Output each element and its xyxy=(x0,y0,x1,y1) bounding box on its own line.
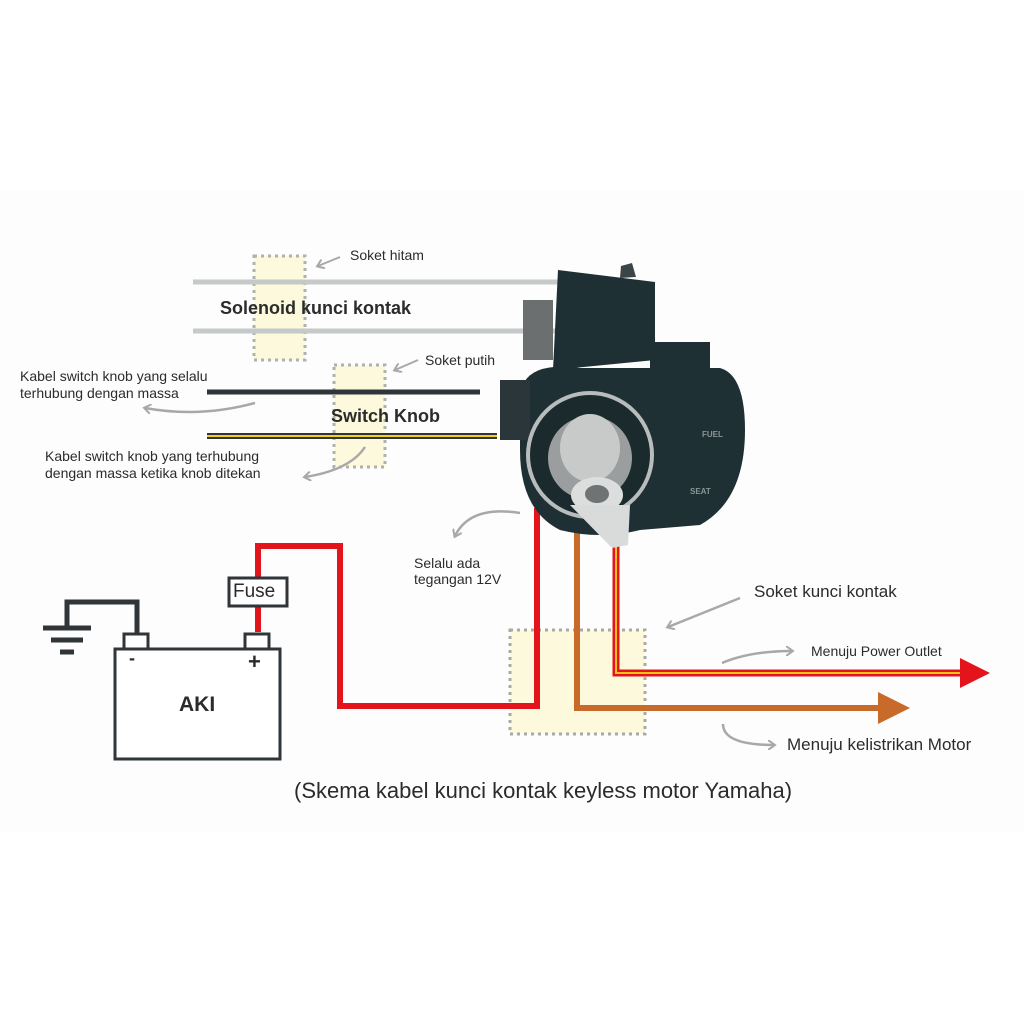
label-power-outlet: Menuju Power Outlet xyxy=(811,643,942,659)
label-soket-hitam: Soket hitam xyxy=(350,247,424,263)
label-battery-plus: + xyxy=(248,649,261,674)
arrowhead-motor xyxy=(878,692,910,724)
label-kelistrikan: Menuju kelistrikan Motor xyxy=(787,735,972,754)
ground-wire xyxy=(64,599,140,634)
device-seat-label: SEAT xyxy=(690,487,711,496)
label-soket-kunci-kontak: Soket kunci kontak xyxy=(754,582,897,601)
label-selalu-1: Selalu ada xyxy=(414,555,481,571)
wire-red-battery xyxy=(255,508,540,709)
label-fuse: Fuse xyxy=(233,581,276,602)
arrow-kabel-massa xyxy=(145,401,256,412)
socket-hitam xyxy=(252,254,307,362)
label-kabel-tekan-1: Kabel switch knob yang terhubung xyxy=(45,448,260,464)
arrowhead-outlet xyxy=(960,658,990,688)
label-kabel-massa-1: Kabel switch knob yang selalu xyxy=(20,368,208,384)
label-battery-minus: - xyxy=(129,648,135,668)
battery-body xyxy=(113,647,282,761)
socket-putih xyxy=(332,363,387,469)
label-solenoid: Solenoid kunci kontak xyxy=(220,298,412,318)
label-kabel-massa-2: terhubung dengan massa xyxy=(20,385,179,401)
device-fuel-label: FUEL xyxy=(702,430,723,439)
label-selalu-2: tegangan 12V xyxy=(414,571,502,587)
wire-red-outlet-inner xyxy=(615,540,962,674)
label-soket-putih: Soket putih xyxy=(425,352,496,368)
wire-orange-motor xyxy=(574,525,880,711)
fuse-box xyxy=(227,576,289,608)
arrow-selalu xyxy=(455,510,521,536)
arrow-soket-hitam xyxy=(318,256,341,266)
label-switch-knob: Switch Knob xyxy=(331,406,440,426)
arrow-power-outlet xyxy=(721,651,792,665)
arrow-soket-putih xyxy=(395,359,419,370)
label-aki: AKI xyxy=(179,693,216,716)
arrow-soket-kunci xyxy=(668,596,741,627)
diagram-caption: (Skema kabel kunci kontak keyless motor … xyxy=(294,778,793,803)
arrow-kabel-tekan xyxy=(305,446,367,477)
keyless-ignition-device xyxy=(500,263,745,548)
arrow-kelistrikan xyxy=(721,723,774,745)
battery-terminal-positive xyxy=(243,632,271,651)
label-kabel-tekan-2: dengan massa ketika knob ditekan xyxy=(45,465,261,481)
battery-terminal-negative xyxy=(122,632,150,651)
